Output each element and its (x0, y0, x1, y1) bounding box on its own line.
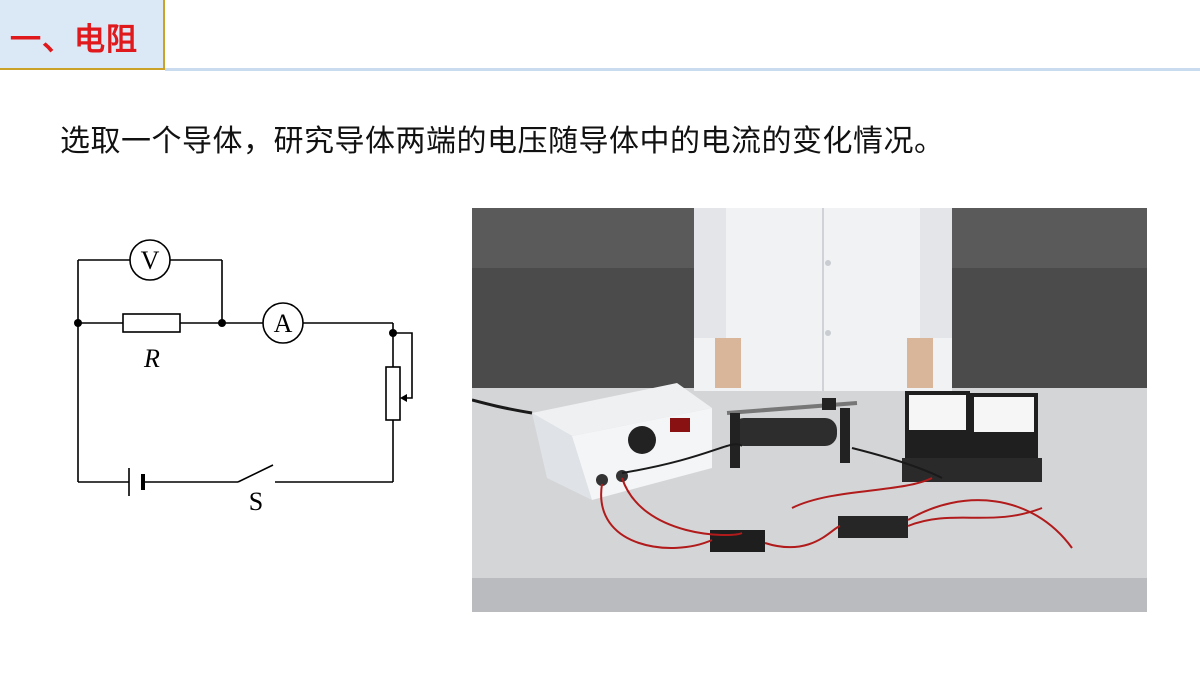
voltmeter-symbol (129, 239, 171, 281)
voltmeter-label: V (141, 246, 160, 275)
junction-dot (389, 329, 397, 337)
resistor-symbol (122, 313, 181, 333)
title-divider (165, 68, 1200, 71)
section-title: 一、电阻 (10, 22, 138, 58)
rheostat-symbol (385, 366, 401, 421)
switch-symbol (237, 464, 274, 483)
ammeter-label: A (274, 309, 293, 338)
section-title-box: 一、电阻 (0, 0, 165, 70)
experiment-photo (472, 208, 1147, 612)
sliding-rheostat (726, 398, 858, 468)
junction-dot (218, 319, 226, 327)
fixed-resistor (838, 516, 908, 538)
person-lab-coat (694, 208, 952, 391)
intro-text: 选取一个导体，研究导体两端的电压随导体中的电流的变化情况。 (60, 124, 945, 159)
resistor-label: R (143, 344, 160, 373)
ammeter-symbol (262, 302, 304, 344)
switch-label: S (249, 487, 263, 516)
junction-dot (74, 319, 82, 327)
power-supply (532, 383, 712, 500)
meters (902, 391, 1042, 482)
circuit-diagram: V R A S (74, 239, 413, 516)
